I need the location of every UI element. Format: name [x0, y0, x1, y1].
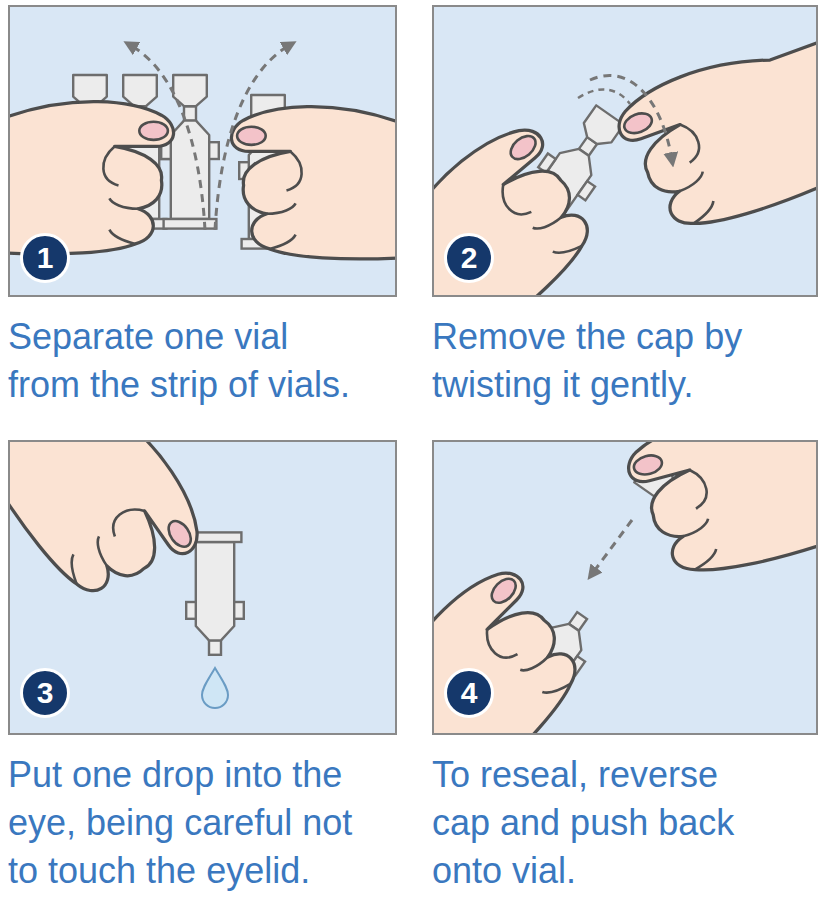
hand	[609, 19, 818, 245]
step-number-circle: 1	[20, 233, 70, 283]
vial	[161, 75, 219, 229]
step-number: 2	[461, 243, 478, 273]
hand	[8, 102, 174, 254]
remove-cap-illustration	[432, 19, 818, 297]
push-arrow	[592, 520, 632, 574]
step-number: 4	[461, 678, 478, 708]
step-number-circle: 3	[20, 668, 70, 718]
step-number: 3	[37, 678, 54, 708]
vial	[186, 532, 244, 654]
reseal-illustration	[432, 440, 818, 735]
step-panel: To reseal, reverse cap and push back ont…	[432, 440, 818, 735]
motion-arrow	[130, 45, 205, 230]
step-panel: Separate one vial from the strip of vial…	[8, 5, 397, 297]
step-caption: Put one drop into the eye, being careful…	[8, 751, 364, 895]
twist-arrow	[590, 76, 672, 160]
motion-arrow	[215, 45, 290, 230]
eye-drop	[202, 668, 228, 708]
step-number: 1	[37, 243, 54, 273]
step-number-circle: 4	[444, 668, 494, 718]
hand	[231, 107, 397, 259]
twist-arrow	[578, 89, 630, 104]
separate-vial-illustration	[8, 45, 397, 259]
hand	[621, 440, 818, 589]
step-panel: Remove the cap by twisting it gently.2	[432, 5, 818, 297]
step-panel: Put one drop into the eye, being careful…	[8, 440, 397, 735]
step-caption: To reseal, reverse cap and push back ont…	[432, 751, 772, 895]
hand	[432, 556, 605, 735]
step-number-circle: 2	[444, 233, 494, 283]
hand	[8, 440, 215, 621]
step-caption: Remove the cap by twisting it gently.	[432, 313, 792, 409]
hand	[432, 112, 618, 297]
step-caption: Separate one vial from the strip of vial…	[8, 313, 358, 409]
